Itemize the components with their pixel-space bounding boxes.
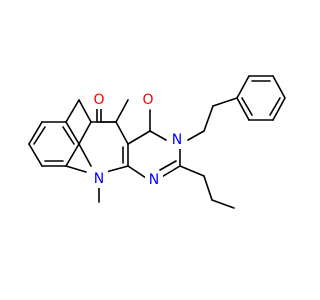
bond — [236, 75, 250, 99]
bond — [269, 97, 281, 116]
bond — [65, 165, 87, 173]
bond — [179, 165, 205, 177]
nitrogen-atom-pyrimidine: N — [149, 172, 159, 188]
bond — [65, 143, 80, 167]
molecule-canvas: O O N N N — [28, 75, 286, 209]
bond — [272, 97, 286, 121]
bond — [211, 199, 235, 209]
atom-mask — [90, 91, 108, 109]
atom-layer: O O N N N — [90, 91, 186, 189]
bond — [78, 99, 92, 123]
oxygen-atom-right: O — [142, 92, 153, 108]
bond — [187, 130, 205, 141]
bond-layer — [28, 75, 286, 209]
bond — [62, 126, 75, 145]
oxygen-atom-left: O — [93, 92, 104, 108]
nitrogen-atom-methyl: N — [94, 171, 104, 187]
bond — [236, 97, 250, 121]
atom-mask — [168, 131, 186, 149]
bond — [127, 165, 147, 179]
bond — [149, 130, 167, 141]
bond — [28, 121, 43, 145]
atom-mask — [139, 91, 157, 109]
bond — [65, 121, 80, 145]
bond — [33, 126, 46, 145]
bond — [203, 105, 214, 132]
bond — [78, 121, 92, 145]
bond — [127, 130, 151, 145]
bond — [212, 97, 238, 107]
nitrogen-atom-ring: N — [172, 132, 182, 148]
bond — [105, 165, 129, 173]
bond — [78, 143, 92, 167]
atom-mask — [145, 171, 163, 189]
bond — [159, 165, 181, 179]
atom-mask — [90, 170, 108, 188]
bond — [159, 160, 177, 171]
bond — [28, 143, 43, 167]
bond — [115, 99, 129, 123]
bond — [272, 75, 286, 99]
bond — [203, 175, 213, 201]
molecule-structure: O O N N N — [28, 75, 286, 209]
bond — [241, 97, 253, 116]
bond — [65, 99, 80, 123]
bond — [115, 121, 129, 145]
